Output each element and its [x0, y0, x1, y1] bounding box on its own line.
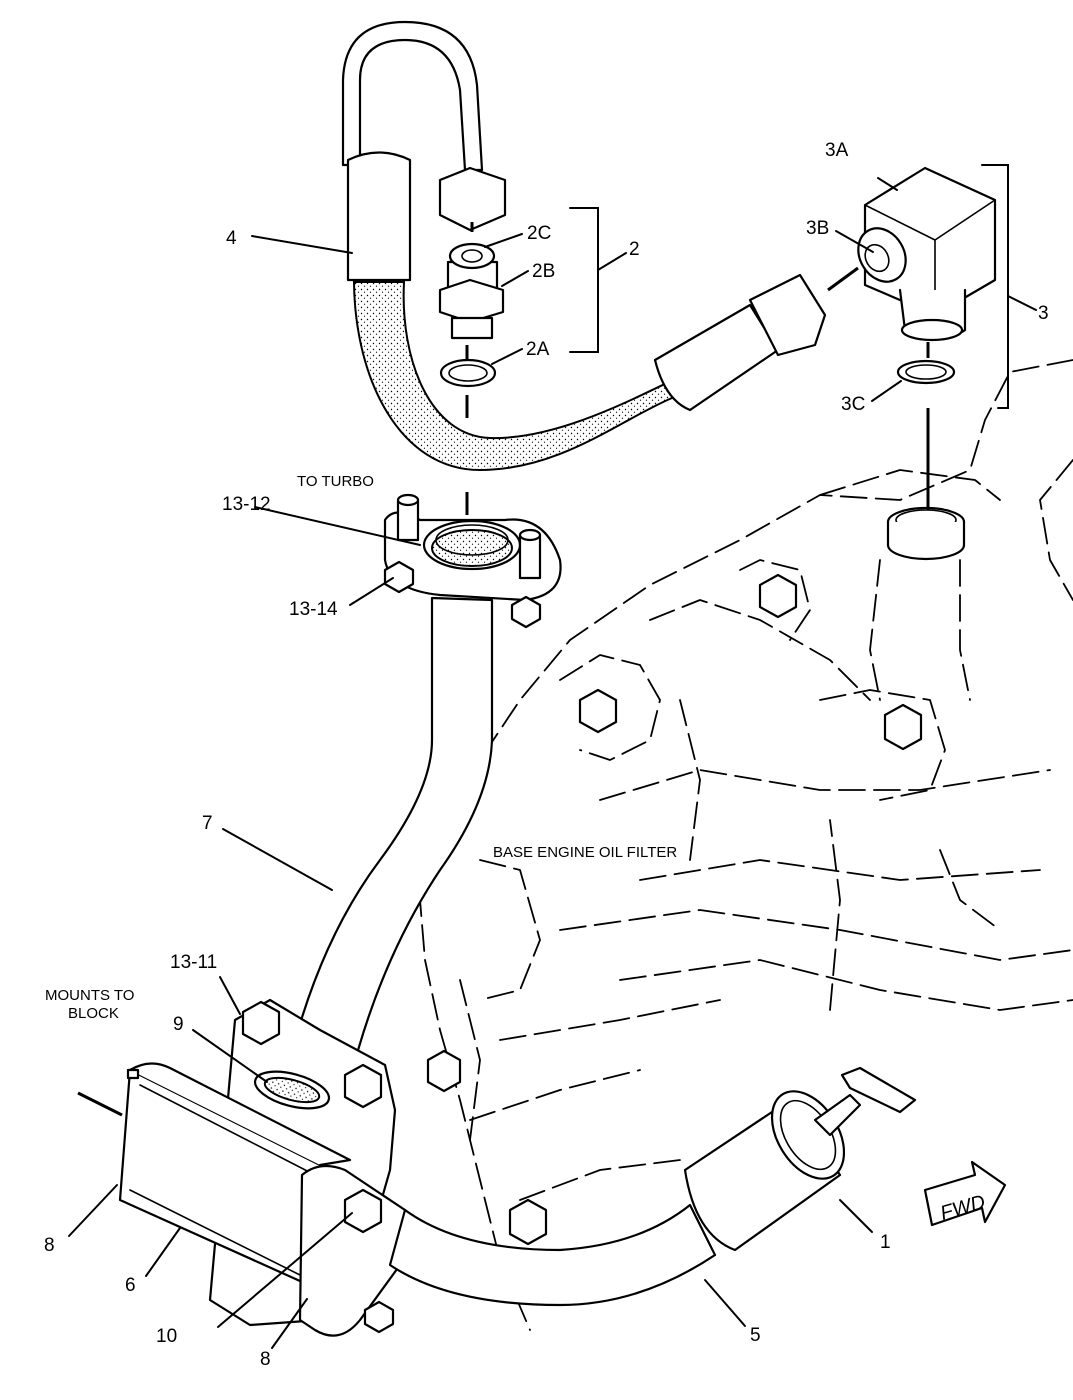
oil-filter-1 — [683, 1066, 917, 1252]
oil-tube-7 — [288, 596, 494, 1082]
callout-6: 6 — [125, 1275, 136, 1296]
callout-2c: 2C — [527, 223, 551, 244]
callout-13-14: 13-14 — [289, 599, 338, 620]
callout-5: 5 — [750, 1325, 761, 1346]
oil-tube-5 — [388, 1203, 717, 1307]
callout-3: 3 — [1038, 303, 1049, 324]
callout-1: 1 — [880, 1232, 891, 1253]
callout-3a: 3A — [825, 140, 849, 161]
assembly-axes — [77, 222, 930, 1117]
callout-3c: 3C — [841, 394, 865, 415]
callout-labels: 4 2C 2B 2A 2 3A 3B 3 3C 13-12 13-14 7 13… — [44, 140, 1049, 1370]
block-bolts — [426, 573, 923, 1246]
note-mounts-to: MOUNTS TO — [45, 987, 134, 1004]
callout-8-bottom: 8 — [260, 1349, 271, 1370]
note-to-turbo: TO TURBO — [297, 473, 374, 490]
callout-9: 9 — [173, 1014, 184, 1035]
leader-lines — [68, 177, 902, 1349]
flange-gasket-10 — [383, 493, 562, 629]
elbow-fitting-3a — [857, 166, 997, 342]
callout-3b: 3B — [806, 218, 829, 239]
fwd-arrow-icon: FWD — [923, 1160, 1007, 1227]
callout-13-12: 13-11 — [170, 952, 217, 973]
callout-2a: 2A — [526, 339, 550, 360]
callout-2b: 2B — [532, 261, 555, 282]
notes: TO TURBO BASE ENGINE OIL FILTER MOUNTS T… — [45, 473, 677, 1022]
o-ring-3c — [896, 359, 956, 385]
callout-4: 4 — [226, 228, 237, 249]
callout-8-left: 8 — [44, 1235, 55, 1256]
adapter-2 — [438, 242, 505, 388]
hose-assembly-4 — [341, 20, 827, 472]
note-block: BLOCK — [68, 1005, 119, 1022]
callout-2: 2 — [629, 239, 640, 260]
bracket-2 — [569, 207, 627, 353]
note-base-engine-oil-filter: BASE ENGINE OIL FILTER — [493, 844, 677, 861]
cooler-port — [886, 506, 966, 561]
callout-13-11: 10 — [156, 1326, 177, 1347]
bracket-3 — [981, 164, 1037, 409]
engine-block-outline — [419, 359, 1073, 1331]
filter-housing-6 — [118, 998, 413, 1337]
callout-10: 13-12 — [222, 494, 271, 515]
callout-7: 7 — [202, 813, 213, 834]
